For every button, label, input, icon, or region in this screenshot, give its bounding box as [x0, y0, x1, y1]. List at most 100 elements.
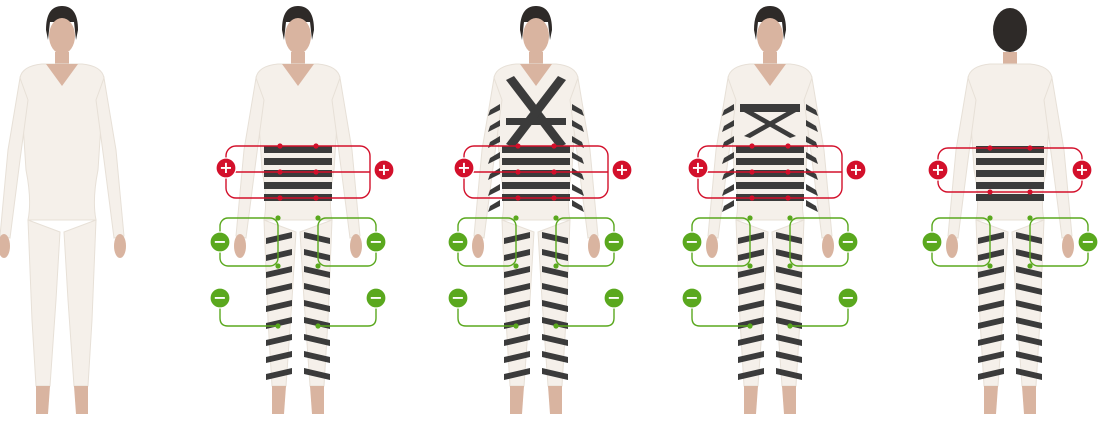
- arm-band: [572, 184, 584, 196]
- arm-band: [572, 120, 584, 132]
- leg-band: [304, 351, 330, 363]
- minus-upper-right-glyph: −: [369, 232, 382, 251]
- electrode-dot: [515, 169, 521, 175]
- minus-upper-left-icon: [681, 231, 703, 253]
- arm-band: [722, 184, 734, 196]
- leg-band: [504, 249, 530, 261]
- plus-left-icon: [453, 157, 475, 179]
- waist-band: [976, 146, 1044, 153]
- arm-band: [488, 120, 500, 132]
- neckline: [520, 64, 552, 86]
- left-foot: [744, 386, 758, 414]
- chest-x: [744, 110, 796, 138]
- right-hand: [350, 234, 362, 258]
- electrode-dot: [313, 195, 319, 201]
- plus-right-icon: [1071, 159, 1093, 181]
- electrode-dot: [553, 263, 559, 269]
- arm-band: [722, 104, 734, 116]
- electrode-dot: [277, 169, 283, 175]
- waist-band: [502, 182, 570, 189]
- chest-x: [506, 76, 566, 148]
- neckline: [754, 64, 786, 86]
- minus-upper-right-icon: [365, 231, 387, 253]
- right-arm: [331, 76, 361, 239]
- minus-upper-right-icon: [603, 231, 625, 253]
- electrode-dot: [987, 215, 993, 221]
- leg-band: [266, 368, 292, 380]
- neckline: [46, 64, 78, 86]
- leg-band: [304, 249, 330, 261]
- arm-band: [572, 152, 584, 164]
- electrode-dot: [277, 143, 283, 149]
- minus-lower-right-icon: [837, 287, 859, 309]
- leg-band: [978, 249, 1004, 261]
- minus-lower-right-icon: [365, 287, 387, 309]
- plus-left-glyph: +: [219, 158, 232, 177]
- leg-band: [266, 334, 292, 346]
- neck: [529, 52, 543, 66]
- green-circuit-lower: [790, 300, 849, 327]
- arm-band: [488, 152, 500, 164]
- leg-band: [266, 266, 292, 278]
- minus-lower-right-icon: [603, 287, 625, 309]
- torso: [19, 63, 105, 221]
- minus-upper-left-glyph: −: [451, 232, 464, 251]
- minus-lower-left-icon: [209, 287, 231, 309]
- arm-band: [806, 152, 818, 164]
- left-leg: [27, 219, 61, 387]
- face: [49, 18, 75, 54]
- hair: [46, 6, 78, 40]
- minus-upper-right-glyph: −: [607, 232, 620, 251]
- minus-upper-left-glyph: −: [925, 232, 938, 251]
- leg-band: [542, 232, 568, 244]
- left-hand: [234, 234, 246, 258]
- electrode-dot: [787, 263, 793, 269]
- waist-band: [976, 182, 1044, 189]
- electrode-dot: [277, 195, 283, 201]
- arm-band: [488, 200, 500, 212]
- arm-band: [488, 168, 500, 180]
- leg-band: [542, 368, 568, 380]
- right-hand: [114, 234, 126, 258]
- right-leg: [63, 219, 97, 387]
- left-arm: [0, 76, 29, 239]
- left-hand: [472, 234, 484, 258]
- leg-band: [738, 283, 764, 295]
- arm-band: [806, 184, 818, 196]
- left-foot: [510, 386, 524, 414]
- plus-left-glyph: +: [457, 158, 470, 177]
- leg-band: [738, 334, 764, 346]
- minus-upper-left-glyph: −: [213, 232, 226, 251]
- leg-band: [738, 266, 764, 278]
- right-arm: [1043, 76, 1073, 239]
- minus-lower-right-glyph: −: [841, 288, 854, 307]
- electrode-dot: [315, 215, 321, 221]
- electrode-dot: [551, 169, 557, 175]
- arm-band: [572, 168, 584, 180]
- plus-right-glyph: +: [849, 160, 862, 179]
- leg-band: [776, 232, 802, 244]
- leg-band: [1016, 368, 1042, 380]
- arm-band: [806, 200, 818, 212]
- leg-band: [1016, 266, 1042, 278]
- right-foot: [548, 386, 562, 414]
- green-circuit-lower: [318, 300, 377, 327]
- plus-right-glyph: +: [1075, 160, 1088, 179]
- face: [523, 18, 549, 54]
- electrode-dot: [513, 215, 519, 221]
- right-foot: [310, 386, 324, 414]
- left-hand: [0, 234, 10, 258]
- leg-band: [738, 232, 764, 244]
- leg-band: [504, 232, 530, 244]
- minus-lower-left-icon: [447, 287, 469, 309]
- electrode-dot: [275, 323, 281, 329]
- plus-left-glyph: +: [931, 160, 944, 179]
- figure-4: ++−−−−: [681, 6, 867, 414]
- arm-band: [806, 104, 818, 116]
- leg-band: [304, 368, 330, 380]
- figure-2: ++−−−−: [209, 6, 395, 414]
- arm-band: [722, 136, 734, 148]
- electrode-dot: [551, 143, 557, 149]
- plus-right-glyph: +: [377, 160, 390, 179]
- left-foot: [984, 386, 998, 414]
